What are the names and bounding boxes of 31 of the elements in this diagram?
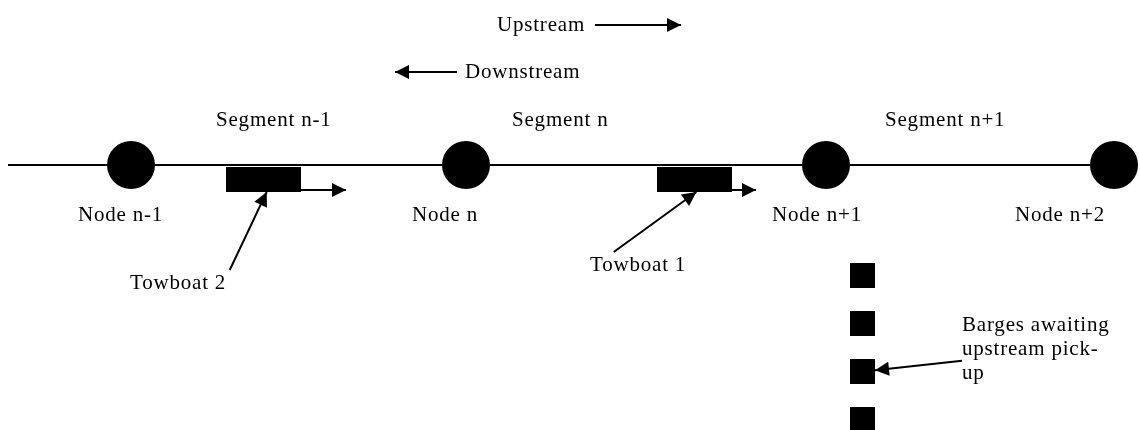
node-label: Node n	[412, 203, 479, 227]
towboat-bar	[657, 167, 732, 192]
barge-square	[850, 311, 875, 336]
river-line	[154, 164, 443, 166]
node-label: Node n+1	[772, 203, 862, 227]
heading-arrow	[731, 183, 757, 197]
river-line	[489, 164, 803, 166]
barge-square	[850, 407, 875, 430]
direction-label: Downstream	[465, 60, 581, 84]
barge-square	[850, 263, 875, 288]
heading-arrow	[300, 183, 347, 197]
node-label: Node n+2	[1015, 203, 1105, 227]
river-line	[849, 164, 1091, 166]
leader-arrow	[874, 359, 963, 376]
leader-arrow	[228, 191, 268, 271]
towboat-label: Towboat 1	[590, 252, 688, 277]
river-line	[7, 164, 108, 166]
segment-label: Segment n+1	[885, 108, 1006, 132]
segment-label: Segment n	[512, 108, 609, 132]
node-circle	[442, 141, 490, 189]
barge-note: Barges awaiting upstream pick-up	[962, 312, 1111, 385]
direction-label: Upstream	[497, 13, 586, 37]
barge-square	[850, 359, 875, 384]
node-label: Node n-1	[78, 203, 164, 227]
towboat-label: Towboat 2	[130, 270, 228, 295]
node-circle	[802, 141, 850, 189]
leader-arrow	[612, 191, 698, 253]
node-circle	[1090, 141, 1138, 189]
towboat-bar	[226, 167, 301, 192]
segment-label: Segment n-1	[216, 108, 332, 132]
node-circle	[107, 141, 155, 189]
